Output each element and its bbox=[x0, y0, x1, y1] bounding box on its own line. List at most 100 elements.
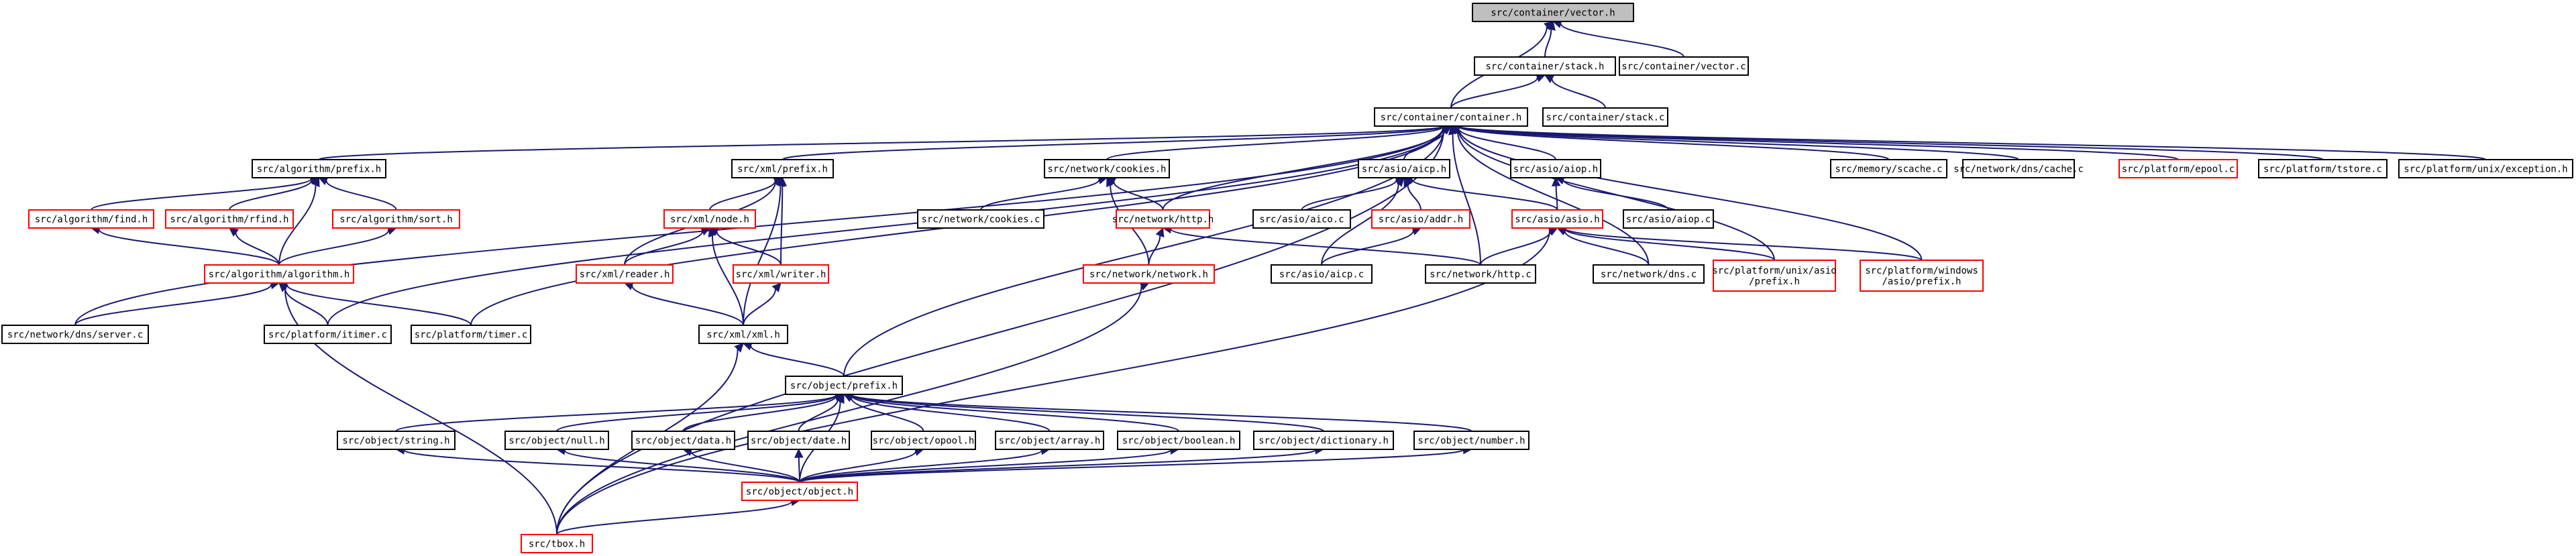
node-box bbox=[1, 325, 149, 344]
edge-obj_date-to-obj_object bbox=[794, 448, 804, 483]
file-node-obj-opool[interactable]: src/object/opool.h bbox=[871, 431, 976, 450]
node-label: src/container/container.h bbox=[1381, 113, 1522, 123]
edge-container_h-to-alg_prefix bbox=[318, 121, 1452, 160]
node-label: src/platform/windows bbox=[1865, 266, 1978, 276]
file-node-obj-null[interactable]: src/object/null.h bbox=[504, 431, 609, 450]
file-node-tstore[interactable]: src/platform/tstore.c bbox=[2258, 159, 2387, 178]
node-label: src/object/dictionary.h bbox=[1258, 436, 1389, 447]
edge-line bbox=[1456, 130, 1650, 266]
file-node-timer[interactable]: src/platform/timer.c bbox=[411, 325, 531, 344]
file-node-obj-number[interactable]: src/object/number.h bbox=[1413, 431, 1529, 450]
file-node-alg-prefix[interactable]: src/algorithm/prefix.h bbox=[252, 159, 386, 178]
node-label: src/xml/node.h bbox=[670, 215, 749, 225]
edge-obj_null-to-obj_object bbox=[555, 445, 800, 483]
file-node-epool[interactable]: src/platform/epool.c bbox=[2118, 159, 2238, 178]
node-box bbox=[521, 534, 593, 553]
file-node-xml-writer[interactable]: src/xml/writer.h bbox=[733, 264, 829, 284]
file-node-obj-boolean[interactable]: src/object/boolean.h bbox=[1117, 431, 1240, 450]
node-box bbox=[1593, 264, 1705, 284]
file-node-net-cookies-c[interactable]: src/network/cookies.c bbox=[917, 209, 1044, 229]
file-node-obj-dictionary[interactable]: src/object/dictionary.h bbox=[1253, 431, 1394, 450]
file-node-obj-prefix[interactable]: src/object/prefix.h bbox=[785, 376, 903, 395]
edge-asio_h-to-tbox bbox=[556, 226, 1558, 535]
node-label: src/xml/reader.h bbox=[580, 270, 670, 280]
edge-line bbox=[564, 449, 800, 483]
arrowhead bbox=[1544, 21, 1554, 31]
file-node-xml-prefix[interactable]: src/xml/prefix.h bbox=[731, 159, 834, 178]
node-box bbox=[1713, 260, 1836, 292]
node-label: src/object/array.h bbox=[999, 436, 1101, 447]
file-node-alg-algorithm[interactable]: src/algorithm/algorithm.h bbox=[204, 264, 354, 284]
file-node-container-h[interactable]: src/container/container.h bbox=[1374, 107, 1528, 127]
file-node-win-asio[interactable]: src/platform/windows/asio/prefix.h bbox=[1860, 260, 1984, 292]
node-label: src/container/stack.h bbox=[1485, 62, 1604, 72]
file-node-obj-array[interactable]: src/object/array.h bbox=[995, 431, 1104, 450]
file-node-obj-date[interactable]: src/object/date.h bbox=[747, 431, 850, 450]
file-node-aico-c[interactable]: src/asio/aico.c bbox=[1252, 209, 1351, 229]
node-box bbox=[1252, 209, 1351, 229]
file-node-exception[interactable]: src/platform/unix/exception.h bbox=[2398, 159, 2573, 178]
file-node-net-network[interactable]: src/network/network.h bbox=[1083, 264, 1215, 284]
edge-obj_prefix-to-obj_data bbox=[682, 392, 845, 432]
file-node-asio-aiop-h[interactable]: src/asio/aiop.h bbox=[1510, 159, 1601, 178]
edge-stack_h-to-container_h bbox=[1450, 73, 1546, 109]
file-node-obj-string[interactable]: src/object/string.h bbox=[337, 431, 455, 450]
node-label: src/object/prefix.h bbox=[790, 381, 898, 392]
arrowhead bbox=[775, 176, 785, 187]
node-box bbox=[995, 431, 1104, 450]
node-label: src/algorithm/sort.h bbox=[339, 215, 453, 225]
node-label: src/algorithm/prefix.h bbox=[257, 164, 381, 175]
file-node-alg-rfind[interactable]: src/algorithm/rfind.h bbox=[165, 209, 294, 229]
file-node-unix-asio[interactable]: src/platform/unix/asio/prefix.h bbox=[1712, 260, 1837, 292]
file-node-alg-find[interactable]: src/algorithm/find.h bbox=[28, 209, 154, 229]
node-label: src/object/number.h bbox=[1417, 436, 1525, 447]
node-label: /asio/prefix.h bbox=[1882, 276, 1961, 287]
file-node-net-cookies-h[interactable]: src/network/cookies.h bbox=[1044, 159, 1170, 178]
edge-line bbox=[1301, 180, 1397, 211]
file-node-stack-h[interactable]: src/container/stack.h bbox=[1474, 56, 1616, 76]
file-node-xml-node[interactable]: src/xml/node.h bbox=[663, 209, 756, 229]
node-box bbox=[733, 264, 829, 284]
file-node-xml-reader[interactable]: src/xml/reader.h bbox=[576, 264, 674, 284]
edge-line bbox=[403, 449, 800, 483]
node-label: src/network/http.h bbox=[1112, 215, 1214, 225]
edge-line bbox=[1170, 228, 1481, 266]
edge-line bbox=[798, 399, 839, 432]
file-node-mem-scache[interactable]: src/memory/scache.c bbox=[1830, 159, 1947, 178]
node-label: src/platform/timer.c bbox=[415, 330, 528, 341]
node-box bbox=[1623, 209, 1714, 229]
edge-line bbox=[743, 288, 777, 326]
edge-alg_prefix-to-alg_sort bbox=[318, 176, 397, 211]
edge-line bbox=[278, 184, 317, 266]
file-node-obj-object[interactable]: src/object/object.h bbox=[741, 482, 858, 501]
file-node-dns-server[interactable]: src/network/dns/server.c bbox=[1, 325, 149, 344]
file-node-dns-cache[interactable]: src/network/dns/cache.c bbox=[1953, 159, 2084, 178]
file-node-vector-c[interactable]: src/container/vector.c bbox=[1619, 56, 1749, 76]
file-node-xml-xml[interactable]: src/xml/xml.h bbox=[698, 325, 788, 344]
edge-line bbox=[780, 185, 784, 266]
edge-xml_node-to-xml_reader bbox=[624, 227, 711, 266]
file-node-aicp-c[interactable]: src/asio/aicp.c bbox=[1271, 264, 1373, 284]
file-node-obj-data[interactable]: src/object/data.h bbox=[631, 431, 735, 450]
file-node-itimer[interactable]: src/platform/itimer.c bbox=[264, 325, 392, 344]
file-node-http-c[interactable]: src/network/http.c bbox=[1425, 264, 1536, 284]
file-node-tbox[interactable]: src/tbox.h bbox=[521, 534, 593, 553]
node-label: src/network/cookies.h bbox=[1047, 164, 1166, 175]
file-node-aiop-c[interactable]: src/asio/aiop.c bbox=[1623, 209, 1714, 229]
node-box bbox=[871, 431, 976, 450]
node-box bbox=[1413, 431, 1529, 450]
node-box bbox=[1358, 159, 1450, 178]
file-node-stack-c[interactable]: src/container/stack.c bbox=[1542, 107, 1668, 127]
file-node-addr-h[interactable]: src/asio/addr.h bbox=[1371, 209, 1470, 229]
edge-line bbox=[716, 231, 782, 266]
edge-line bbox=[1407, 184, 1421, 211]
file-node-alg-sort[interactable]: src/algorithm/sort.h bbox=[332, 209, 460, 229]
edge-line bbox=[1452, 133, 1481, 266]
edge-line bbox=[1564, 228, 1923, 261]
file-node-asio-h[interactable]: src/asio/asio.h bbox=[1511, 209, 1603, 229]
file-node-dns-c[interactable]: src/network/dns.c bbox=[1593, 264, 1705, 284]
edge-container_h-to-win_asio bbox=[1450, 123, 1923, 261]
file-node-asio-aicp-h[interactable]: src/asio/aicp.h bbox=[1358, 159, 1450, 178]
edge-line bbox=[850, 397, 924, 432]
file-node-net-http-h[interactable]: src/network/http.h bbox=[1112, 209, 1214, 229]
